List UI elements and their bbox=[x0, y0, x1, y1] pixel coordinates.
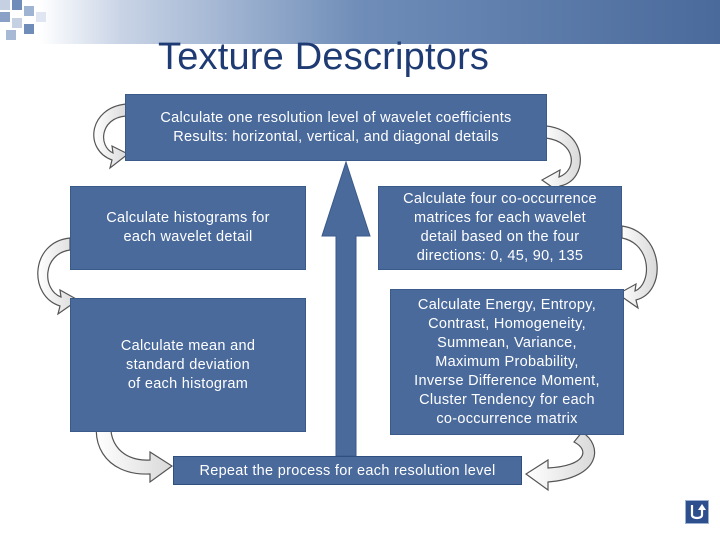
curved-arrow-icon bbox=[93, 103, 130, 170]
step-text: Maximum Probability, bbox=[435, 353, 579, 370]
step-cooccurrence-matrices: Calculate four co-occurrence matrices fo… bbox=[378, 186, 622, 270]
step-text: Calculate four co-occurrence bbox=[403, 191, 597, 207]
step-text: Results: horizontal, vertical, and diago… bbox=[173, 128, 499, 145]
step-repeat: Repeat the process for each resolution l… bbox=[173, 456, 522, 485]
curved-arrow-icon bbox=[616, 225, 658, 310]
page-title: Texture Descriptors bbox=[158, 36, 490, 78]
curved-arrow-icon bbox=[540, 125, 581, 196]
step-text: Summean, Variance, bbox=[437, 334, 577, 351]
step-text: matrices for each wavelet bbox=[414, 210, 586, 226]
step-text: each wavelet detail bbox=[123, 229, 253, 245]
step-text: directions: 0, 45, 90, 135 bbox=[416, 248, 584, 264]
step-text: standard deviation bbox=[126, 356, 250, 373]
corner-decoration bbox=[36, 12, 46, 22]
header-gradient-bar bbox=[0, 0, 720, 44]
step-text: Cluster Tendency for each bbox=[419, 391, 595, 408]
curved-arrow-icon bbox=[37, 237, 80, 316]
step-text: Calculate Energy, Entropy, bbox=[417, 296, 597, 313]
step-text: of each histogram bbox=[127, 375, 249, 392]
step-text: Calculate mean and bbox=[120, 337, 256, 354]
step-text: Calculate histograms for bbox=[106, 210, 270, 226]
corner-decoration bbox=[24, 6, 34, 16]
step-text: Contrast, Homogeneity, bbox=[428, 315, 586, 332]
curved-arrow-icon bbox=[95, 405, 174, 484]
corner-decoration bbox=[6, 30, 16, 40]
curved-arrow-icon bbox=[524, 431, 596, 492]
step-histograms: Calculate histograms for each wavelet de… bbox=[70, 186, 306, 270]
step-wavelet-coefficients: Calculate one resolution level of wavele… bbox=[125, 94, 547, 161]
corner-decoration bbox=[0, 12, 10, 22]
return-arrow-icon bbox=[690, 504, 706, 520]
return-arrow-icon[interactable] bbox=[685, 500, 709, 524]
step-mean-std: Calculate mean and standard deviation of… bbox=[70, 298, 306, 432]
step-text: detail based on the four bbox=[420, 229, 580, 245]
up-arrow-icon bbox=[321, 160, 371, 457]
step-texture-features: Calculate Energy, Entropy, Contrast, Hom… bbox=[390, 289, 624, 435]
step-text: Calculate one resolution level of wavele… bbox=[160, 109, 512, 126]
corner-decoration bbox=[12, 0, 22, 10]
step-text: co-occurrence matrix bbox=[436, 410, 578, 427]
corner-decoration bbox=[24, 24, 34, 34]
corner-decoration bbox=[0, 0, 10, 10]
corner-decoration bbox=[12, 18, 22, 28]
step-text: Inverse Difference Moment, bbox=[414, 372, 600, 389]
